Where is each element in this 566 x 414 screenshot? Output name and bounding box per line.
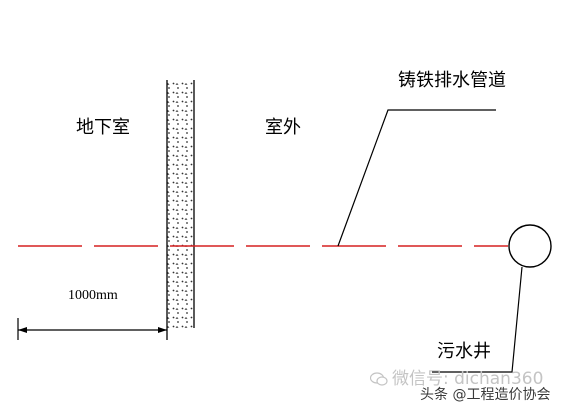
well-leader-line xyxy=(432,266,523,373)
dimension-label: 1000mm xyxy=(68,288,118,303)
pipe-label: 铸铁排水管道 xyxy=(398,70,506,91)
outdoor-label: 室外 xyxy=(265,117,301,138)
dimension-arrow-left xyxy=(18,327,27,333)
wechat-icon xyxy=(370,372,388,386)
toutiao-watermark: 头条 @工程造价协会 xyxy=(420,387,551,403)
basement-label: 地下室 xyxy=(76,117,130,138)
foundation-wall-fill xyxy=(167,80,194,328)
dimension-arrow-right xyxy=(158,327,167,333)
sewage-well-circle xyxy=(508,224,552,268)
wechat-watermark-text: 微信号: dichan360 xyxy=(392,369,544,389)
wechat-watermark: 微信号: dichan360 xyxy=(370,371,543,388)
sewage-well-label: 污水井 xyxy=(437,341,491,362)
pipe-leader-line xyxy=(337,109,496,247)
